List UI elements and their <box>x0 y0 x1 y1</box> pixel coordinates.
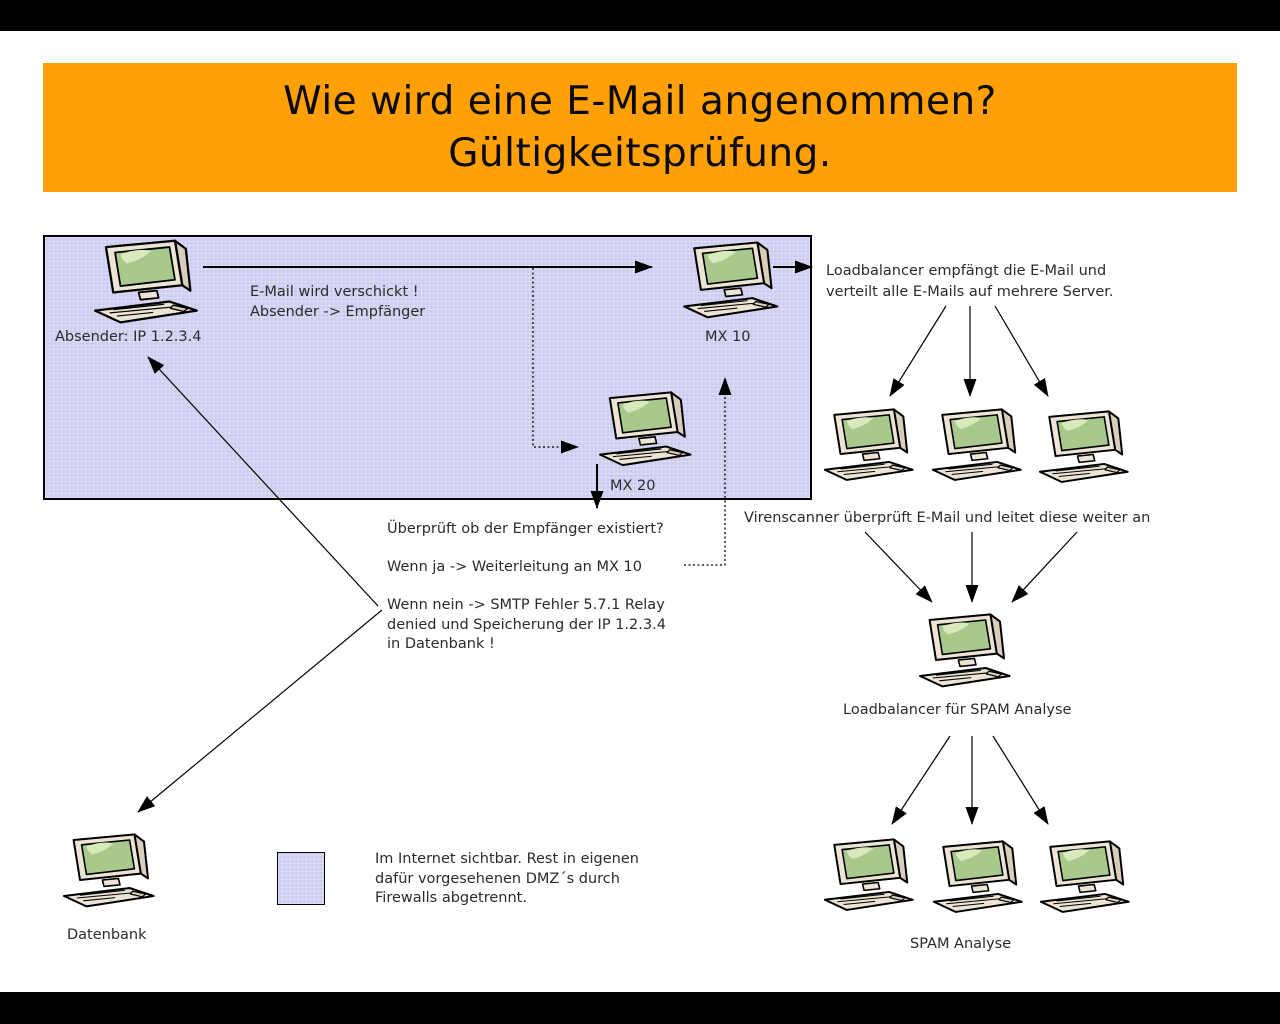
if-no-text: Wenn nein -> SMTP Fehler 5.7.1 Relay deni… <box>387 596 666 655</box>
virenscanner-note: Virenscanner überprüft E-Mail und leitet… <box>744 510 1151 526</box>
legend-line1: Im Internet sichtbar. Rest in eigenen <box>375 851 639 867</box>
bottom-letterbox-bar <box>0 992 1280 1024</box>
absender-computer-icon <box>86 238 204 324</box>
mx20-label: MX 20 <box>610 478 656 494</box>
top-letterbox-bar <box>0 0 1280 31</box>
if-yes-text: Wenn ja -> Weiterleitung an MX 10 <box>387 559 642 575</box>
check-question: Überprüft ob der Empfänger existiert? <box>387 521 664 537</box>
fan-lb-left <box>889 305 947 397</box>
fanin-virus-left <box>864 531 933 603</box>
spam-loadbalancer-label: Loadbalancer für SPAM Analyse <box>843 702 1072 718</box>
fanout-spam-left <box>891 735 951 825</box>
mailserver-computer-icon <box>925 407 1027 482</box>
fanin-virus-right <box>1011 531 1078 603</box>
mx10-computer-icon <box>676 240 784 319</box>
spam-server-computer-icon <box>926 839 1028 914</box>
send-note: E-Mail wird verschickt ! Absender -> Empf… <box>250 283 425 322</box>
loadbalancer-note-line2: verteilt alle E-Mails auf mehrere Server… <box>826 284 1114 300</box>
datenbank-label: Datenbank <box>67 927 147 943</box>
absender-label: Absender: IP 1.2.3.4 <box>55 329 202 345</box>
if-no-line2: denied und Speicherung der IP 1.2.3.4 <box>387 616 666 633</box>
mailserver-computer-icon <box>1032 409 1134 484</box>
mx20-computer-icon <box>592 390 697 467</box>
legend-line3: Firewalls abgetrennt. <box>375 890 527 906</box>
page-subtitle: Gültigkeitsprüfung. <box>448 130 832 176</box>
title-banner: Wie wird eine E-Mail angenommen? Gültigk… <box>43 63 1237 192</box>
if-no-line1: Wenn nein -> SMTP Fehler 5.7.1 Relay <box>387 597 665 613</box>
mx10-label: MX 10 <box>705 329 751 345</box>
mailserver-computer-icon <box>817 407 919 482</box>
send-note-line2: Absender -> Empfänger <box>250 303 426 320</box>
loadbalancer-note: Loadbalancer empfängt die E-Mail und vert… <box>826 261 1114 303</box>
arrow-no-to-datenbank <box>137 609 383 813</box>
spam-server-computer-icon <box>817 837 919 912</box>
spam-server-computer-icon <box>1033 839 1135 914</box>
loadbalancer-note-line1: Loadbalancer empfängt die E-Mail und <box>826 263 1107 279</box>
page-title: Wie wird eine E-Mail angenommen? <box>283 78 997 124</box>
fan-lb-right <box>994 305 1049 397</box>
spam-loadbalancer-computer-icon <box>912 612 1016 688</box>
if-no-line3: in Datenbank ! <box>387 636 495 652</box>
spam-analyse-label: SPAM Analyse <box>910 936 1012 952</box>
datenbank-computer-icon <box>56 832 160 908</box>
dmz-legend-swatch <box>277 852 325 905</box>
legend-line2: dafür vorgesehenen DMZ´s durch <box>375 870 620 887</box>
fanout-spam-right <box>992 735 1049 825</box>
legend-text: Im Internet sichtbar. Rest in eigenen daf… <box>375 850 639 909</box>
send-note-line1: E-Mail wird verschickt ! <box>250 284 419 300</box>
